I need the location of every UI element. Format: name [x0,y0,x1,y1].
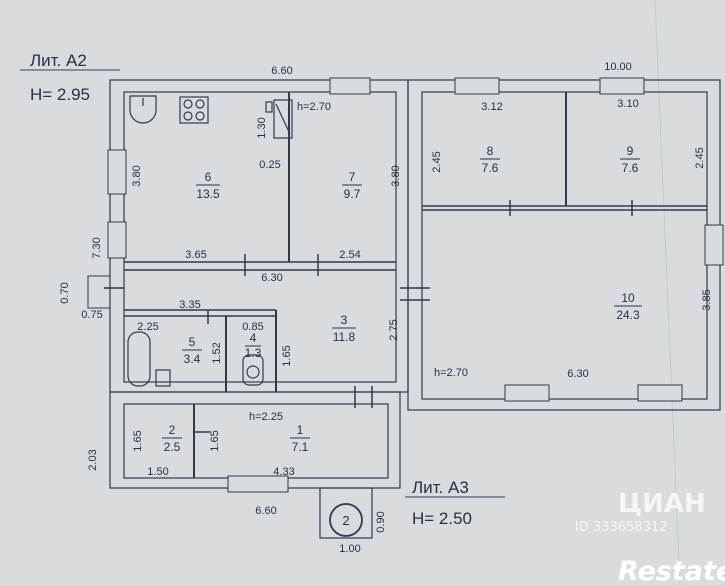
room-3-number: 3 [341,313,348,327]
cian-watermark: ЦИАН [618,489,706,519]
dim-165-b: 1.65 [132,430,144,451]
dim-335: 3.35 [179,299,200,311]
entry-stub [87,275,111,309]
room-1-area: 7.1 [292,440,309,454]
dim-165-a: 1.65 [281,345,293,366]
dim-225: 2.25 [137,321,158,333]
dim-070: 0.70 [59,282,71,303]
lit-a2-label: Лит. А2 [30,51,87,70]
stove-burner-2 [195,99,205,109]
dim-152: 1.52 [211,342,223,363]
porch-circle [329,503,363,537]
dim-top-a2: 6.60 [271,65,292,77]
restate-watermark: Restate [618,556,725,585]
dim-254: 2.54 [339,249,360,261]
dim-380-l: 3.80 [131,165,143,186]
window-top-9 [599,77,645,95]
room-4-area: 1.3 [245,346,262,360]
dim-150: 1.50 [147,466,168,478]
dim-730: 7.30 [91,237,103,258]
dim-090: 0.90 [375,511,387,532]
window-bottom-10b [637,384,683,402]
room-7-area: 9.7 [344,187,361,201]
window-bottom-10a [504,384,550,402]
window-bottom-1 [227,475,289,493]
porch-number: 2 [342,513,349,528]
lit-a3-label: Лит. А3 [412,478,469,497]
boiler-diagonal [275,103,291,135]
paper-fold-line [654,0,681,585]
room-9-number: 9 [627,144,634,158]
dim-245-l: 2.45 [431,151,443,172]
stove-burner-1 [183,99,193,109]
window-right-10 [704,224,724,266]
dim-165-c: 1.65 [209,430,221,451]
basin-icon [155,369,171,387]
dim-630-a: 6.30 [261,272,282,284]
lit-a2-height: Н= 2.95 [30,85,90,104]
dim-385: 3.85 [701,289,713,310]
room-10-number: 10 [621,291,635,305]
room-9-area: 7.6 [622,161,639,175]
dim-top-a3: 10.00 [604,61,632,73]
boiler-icon [273,99,293,139]
boiler-tab [265,101,273,113]
room-2-number: 2 [169,423,176,437]
dim-380-r: 3.80 [390,165,402,186]
bathtub-icon [127,331,151,387]
dim-203: 2.03 [87,449,99,470]
stove-icon [179,96,209,124]
stove-burner-3 [183,111,193,121]
room-3-area: 11.8 [333,330,356,344]
toilet-bowl [246,365,260,379]
room-1-number: 1 [297,423,304,437]
dim-312: 3.12 [481,101,502,113]
window-left-6 [107,149,127,195]
dim-130: 1.30 [256,117,268,138]
room-6-number: 6 [205,170,212,184]
dim-275: 2.75 [388,319,400,340]
dim-365: 3.65 [185,249,206,261]
dim-085: 0.85 [242,321,263,333]
dim-100: 1.00 [339,543,360,555]
dim-075: 0.75 [81,309,102,321]
dim-h270-a: h=2.70 [297,101,331,113]
cian-id-watermark: ID 333658312 [575,520,667,535]
dim-025: 0.25 [259,159,280,171]
dim-245-r: 2.45 [694,147,706,168]
room-4-number: 4 [250,331,257,345]
window-top-7 [329,77,371,95]
dim-h225: h=2.25 [249,411,283,423]
room-5-area: 3.4 [184,352,201,366]
windows [107,77,724,493]
door-marks [104,200,633,433]
room-5-number: 5 [189,335,196,349]
porch-outline [319,487,373,539]
room-8-number: 8 [487,144,494,158]
sink-icon [129,95,157,124]
dim-bottom-660: 6.60 [255,505,276,517]
lit-a3-height: Н= 2.50 [412,509,472,528]
stove-burner-4 [195,111,205,121]
room-7-number: 7 [349,170,356,184]
window-left-6b [107,221,127,259]
fixtures [127,95,373,539]
dim-630-b: 6.30 [567,368,588,380]
room-10-area: 24.3 [616,308,640,322]
room-2-area: 2.5 [164,440,181,454]
window-top-8 [454,77,500,95]
dim-310: 3.10 [617,98,638,110]
dim-433: 4.33 [273,466,294,478]
watermarks: ЦИАН ID 333658312 Restate [575,489,725,585]
room-8-area: 7.6 [482,161,499,175]
room-6-area: 13.5 [196,187,220,201]
dim-h270-b: h=2.70 [434,367,468,379]
toilet-icon [242,354,264,386]
